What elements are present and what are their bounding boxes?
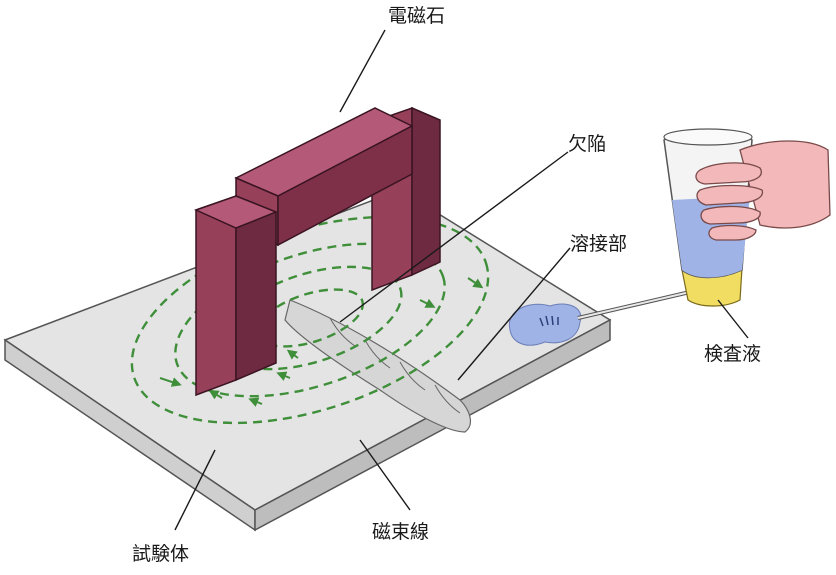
leader-test-liquid <box>717 299 749 339</box>
label-flux-lines: 磁束線 <box>372 521 429 543</box>
weld-bead <box>284 299 472 433</box>
leader-lines <box>174 29 749 531</box>
electromagnet <box>193 106 441 397</box>
label-test-liquid: 検査液 <box>704 343 761 365</box>
flux-arrows <box>159 277 484 407</box>
label-electromagnet: 電磁石 <box>388 5 445 27</box>
plate-top-face <box>3 189 612 511</box>
label-weld: 溶接部 <box>570 233 627 255</box>
hand <box>695 140 831 241</box>
leader-defect <box>339 151 569 323</box>
label-defect: 欠陥 <box>568 133 606 155</box>
label-specimen: 試験体 <box>132 543 189 565</box>
bottle-cap <box>681 267 743 307</box>
leader-electromagnet <box>339 29 386 113</box>
leader-weld <box>457 247 571 381</box>
inspection-liquid-puddle <box>508 303 582 346</box>
leader-specimen <box>174 449 216 531</box>
spray-marks <box>539 315 559 327</box>
test-specimen-plate <box>3 189 612 532</box>
flux-line-2 <box>174 242 446 398</box>
plate-right-edge <box>254 318 611 532</box>
leader-flux-lines <box>359 439 411 511</box>
